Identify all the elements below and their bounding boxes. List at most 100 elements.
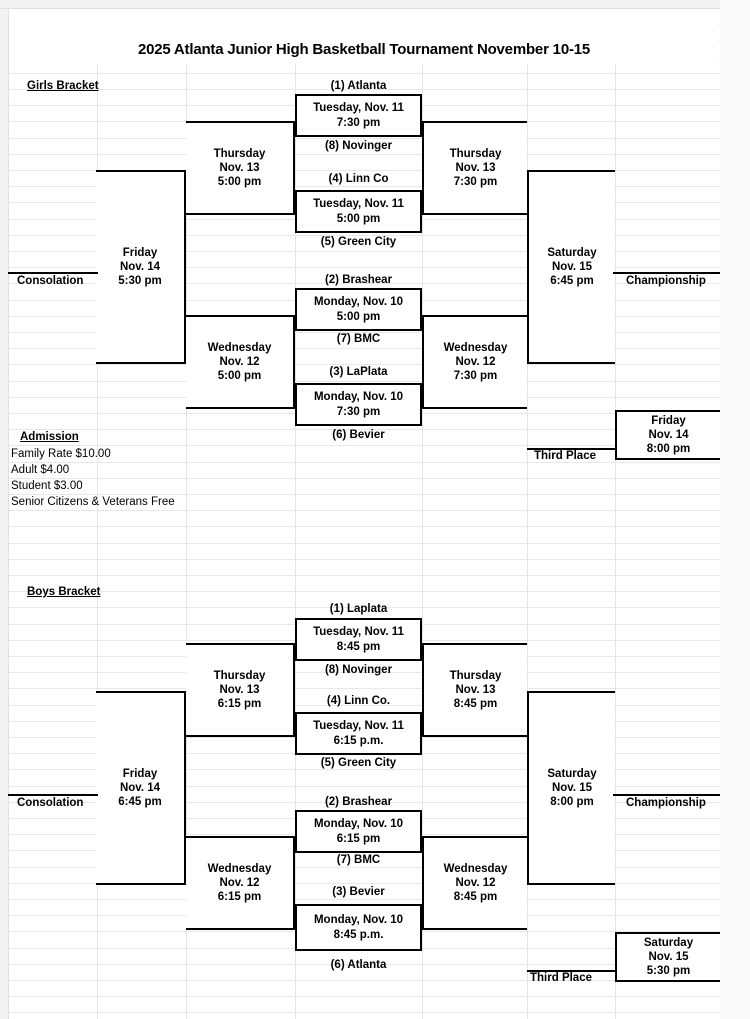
boys-seed-7: (7) BMC [336,854,381,866]
girls-seed-2: (2) Brashear [324,274,393,286]
girls-championship-final-time: 6:45 pm [550,275,594,287]
boys-consolation-label: Consolation [17,797,84,809]
boys-game-r1-3-time: 6:15 pm [336,832,381,845]
girls-consolation-final-date: Nov. 14 [119,260,161,273]
girls-semifinal-left-bottom: Wednesday Nov. 12 5:00 pm [186,315,295,409]
boys-semifinal-right-top-time: 8:45 pm [453,698,498,710]
boys-seed-2: (2) Brashear [324,796,393,808]
boys-semifinal-right-bottom: Wednesday Nov. 12 8:45 pm [422,836,527,930]
boys-championship-final: Saturday Nov. 15 8:00 pm [527,691,615,885]
girls-semifinal-left-top-time: 5:00 pm [217,176,262,188]
boys-game-r1-4: Monday, Nov. 10 8:45 p.m. [295,904,422,951]
girls-bracket-label: Girls Bracket [27,80,99,92]
boys-semifinal-left-top-time: 6:15 pm [217,698,262,710]
admission-heading: Admission [20,431,79,443]
girls-semifinal-right-top-date: Nov. 13 [455,161,496,174]
girls-consolation-connector [8,272,98,274]
girls-seed-5: (5) Green City [320,236,397,248]
girls-consolation-final-time: 5:30 pm [118,275,162,287]
boys-third-place-game-day: Saturday [643,936,694,949]
girls-consolation-final-day: Friday [122,246,158,259]
boys-championship-final-date: Nov. 15 [551,781,593,794]
girls-semifinal-left-bottom-date: Nov. 12 [219,355,260,368]
column-header-gutter [0,0,750,9]
girls-game-r1-1: Tuesday, Nov. 11 7:30 pm [295,94,422,137]
boys-third-place-label: Third Place [530,972,592,984]
boys-semifinal-left-top-date: Nov. 13 [219,683,260,696]
boys-game-r1-4-day: Monday, Nov. 10 [313,914,404,927]
girls-championship-connector [613,272,720,274]
boys-third-place-game: Saturday Nov. 15 5:30 pm [615,932,720,982]
girls-championship-final-day: Saturday [547,246,597,259]
boys-game-r1-3-day: Monday, Nov. 10 [313,818,404,831]
boys-consolation-final-day: Friday [122,767,158,780]
boys-championship-final-day: Saturday [547,767,597,780]
admission-line-adult: Adult $4.00 [11,464,70,476]
boys-seed-4: (4) Linn Co. [326,695,391,707]
boys-game-r1-1: Tuesday, Nov. 11 8:45 pm [295,618,422,661]
girls-semifinal-left-bottom-day: Wednesday [207,341,272,354]
girls-game-r1-1-time: 7:30 pm [336,116,381,129]
boys-semifinal-left-top: Thursday Nov. 13 6:15 pm [186,643,295,737]
boys-consolation-final: Friday Nov. 14 6:45 pm [96,691,186,885]
girls-third-place-game-date: Nov. 14 [648,428,689,441]
boys-third-place-game-date: Nov. 15 [648,950,689,963]
girls-third-place-label: Third Place [534,450,596,462]
girls-third-place-game-day: Friday [651,414,686,427]
boys-semifinal-right-top-date: Nov. 13 [455,683,496,696]
boys-semifinal-right-top: Thursday Nov. 13 8:45 pm [422,643,527,737]
boys-championship-label: Championship [626,797,706,809]
girls-semifinal-right-bottom-time: 7:30 pm [453,370,498,382]
boys-semifinal-left-bottom-day: Wednesday [207,862,272,875]
girls-game-r1-4-day: Monday, Nov. 10 [313,391,404,404]
right-margin-area [720,0,750,1019]
girls-championship-final: Saturday Nov. 15 6:45 pm [527,170,615,364]
boys-third-place-game-time: 5:30 pm [646,965,691,977]
girls-third-place-game-time: 8:00 pm [646,443,691,455]
girls-semifinal-right-top-day: Thursday [449,147,502,160]
girls-game-r1-3-day: Monday, Nov. 10 [313,296,404,309]
girls-seed-3: (3) LaPlata [329,366,388,378]
girls-semifinal-right-bottom-day: Wednesday [443,341,508,354]
boys-game-r1-3: Monday, Nov. 10 6:15 pm [295,810,422,853]
boys-semifinal-right-top-day: Thursday [449,669,502,682]
girls-semifinal-right-bottom-date: Nov. 12 [455,355,496,368]
girls-third-place-game: Friday Nov. 14 8:00 pm [615,410,720,460]
girls-semifinal-left-bottom-time: 5:00 pm [217,370,262,382]
row-header-gutter [0,0,9,1019]
boys-semifinal-left-top-day: Thursday [213,669,266,682]
boys-semifinal-right-bottom-day: Wednesday [443,862,508,875]
admission-line-seniors: Senior Citizens & Veterans Free [11,496,175,508]
boys-championship-connector [613,794,720,796]
girls-seed-4: (4) Linn Co [328,173,389,185]
girls-championship-label: Championship [626,275,706,287]
boys-game-r1-1-day: Tuesday, Nov. 11 [313,626,404,639]
girls-consolation-final: Friday Nov. 14 5:30 pm [96,170,186,364]
girls-seed-8: (8) Novinger [324,140,393,152]
boys-game-r1-4-time: 8:45 p.m. [333,928,384,941]
boys-consolation-final-date: Nov. 14 [119,781,161,794]
boys-championship-final-time: 8:00 pm [550,796,594,808]
boys-seed-5: (5) Green City [320,757,397,769]
boys-consolation-connector [8,794,98,796]
boys-game-r1-2-time: 6:15 p.m. [333,734,384,747]
girls-seed-1: (1) Atlanta [330,80,387,92]
girls-game-r1-1-day: Tuesday, Nov. 11 [313,102,404,115]
boys-seed-3: (3) Bevier [332,886,385,898]
girls-semifinal-left-top: Thursday Nov. 13 5:00 pm [186,121,295,215]
admission-line-family: Family Rate $10.00 [11,448,111,460]
girls-semifinal-left-top-day: Thursday [213,147,266,160]
girls-semifinal-right-bottom: Wednesday Nov. 12 7:30 pm [422,315,527,409]
boys-third-place-connector [527,970,617,972]
boys-semifinal-left-bottom-time: 6:15 pm [217,891,262,903]
girls-game-r1-2-time: 5:00 pm [336,212,381,225]
boys-semifinal-right-bottom-date: Nov. 12 [455,876,496,889]
girls-championship-final-date: Nov. 15 [551,260,593,273]
boys-seed-1: (1) Laplata [329,603,388,615]
boys-bracket-label: Boys Bracket [27,586,101,598]
girls-game-r1-3: Monday, Nov. 10 5:00 pm [295,288,422,331]
boys-seed-8: (8) Novinger [324,664,393,676]
girls-game-r1-4-time: 7:30 pm [336,405,381,418]
boys-semifinal-left-bottom: Wednesday Nov. 12 6:15 pm [186,836,295,930]
